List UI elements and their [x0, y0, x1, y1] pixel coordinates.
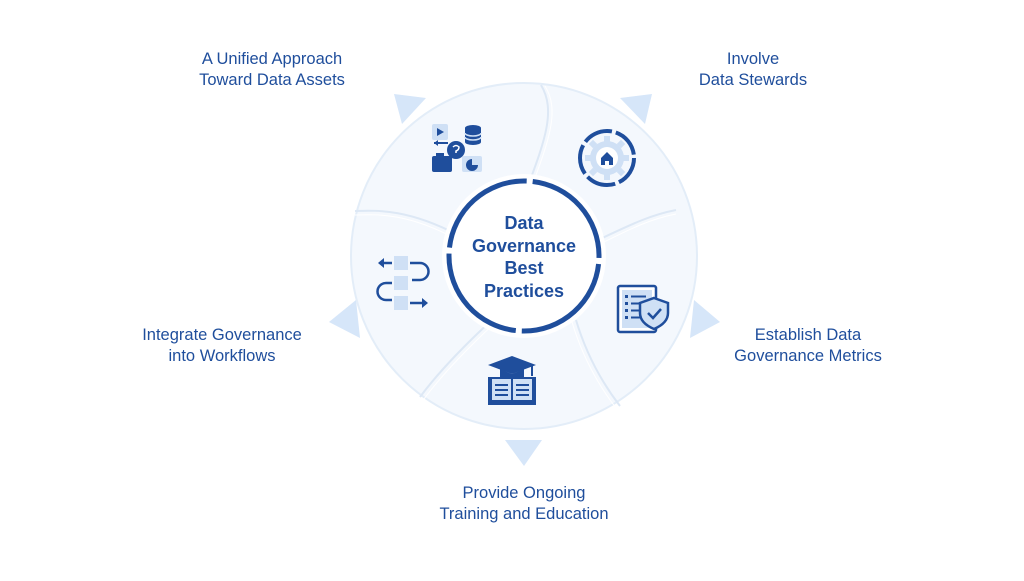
arrow-top-left [394, 94, 426, 124]
label-line: Provide Ongoing [462, 484, 586, 502]
arrow-top-right [620, 94, 652, 124]
label-line: Involve [726, 50, 780, 68]
label-unified-approach: A Unified Approach Toward Data Assets [199, 49, 345, 91]
label-line: Integrate Governance [142, 326, 302, 344]
label-training-education: Provide Ongoing Training and Education [439, 483, 608, 525]
label-line: Toward Data Assets [199, 71, 345, 89]
arrow-right [690, 300, 720, 338]
gear-house-icon [578, 129, 636, 187]
direction-arrows [329, 94, 720, 466]
label-line: Training and Education [439, 505, 609, 523]
center-ring [446, 178, 602, 334]
center-title-line-1: Data [504, 213, 544, 233]
center-title-line-2: Governance [471, 235, 577, 256]
data-assets-icon [432, 124, 482, 172]
label-line: into Workflows [168, 347, 276, 365]
label-line: Governance Metrics [734, 347, 882, 365]
label-integrate-workflows: Integrate Governance into Workflows [142, 325, 302, 367]
center-title-line-4: Practices [483, 280, 565, 301]
label-data-stewards: Involve Data Stewards [699, 49, 807, 91]
segment-dividers [354, 84, 677, 407]
center-title: Data Governance Best Practices [449, 212, 599, 302]
arrow-bottom [505, 440, 542, 466]
label-line: Establish Data [754, 326, 862, 344]
arrow-left [329, 300, 360, 338]
graduation-book-icon [488, 356, 536, 405]
center-title-line-3: Best [504, 258, 544, 278]
label-governance-metrics: Establish Data Governance Metrics [734, 325, 882, 367]
workflow-arrows-icon [376, 256, 430, 310]
label-line: A Unified Approach [201, 50, 343, 68]
label-line: Data Stewards [698, 71, 808, 89]
checklist-shield-icon [616, 284, 670, 334]
center-disc [442, 174, 606, 338]
